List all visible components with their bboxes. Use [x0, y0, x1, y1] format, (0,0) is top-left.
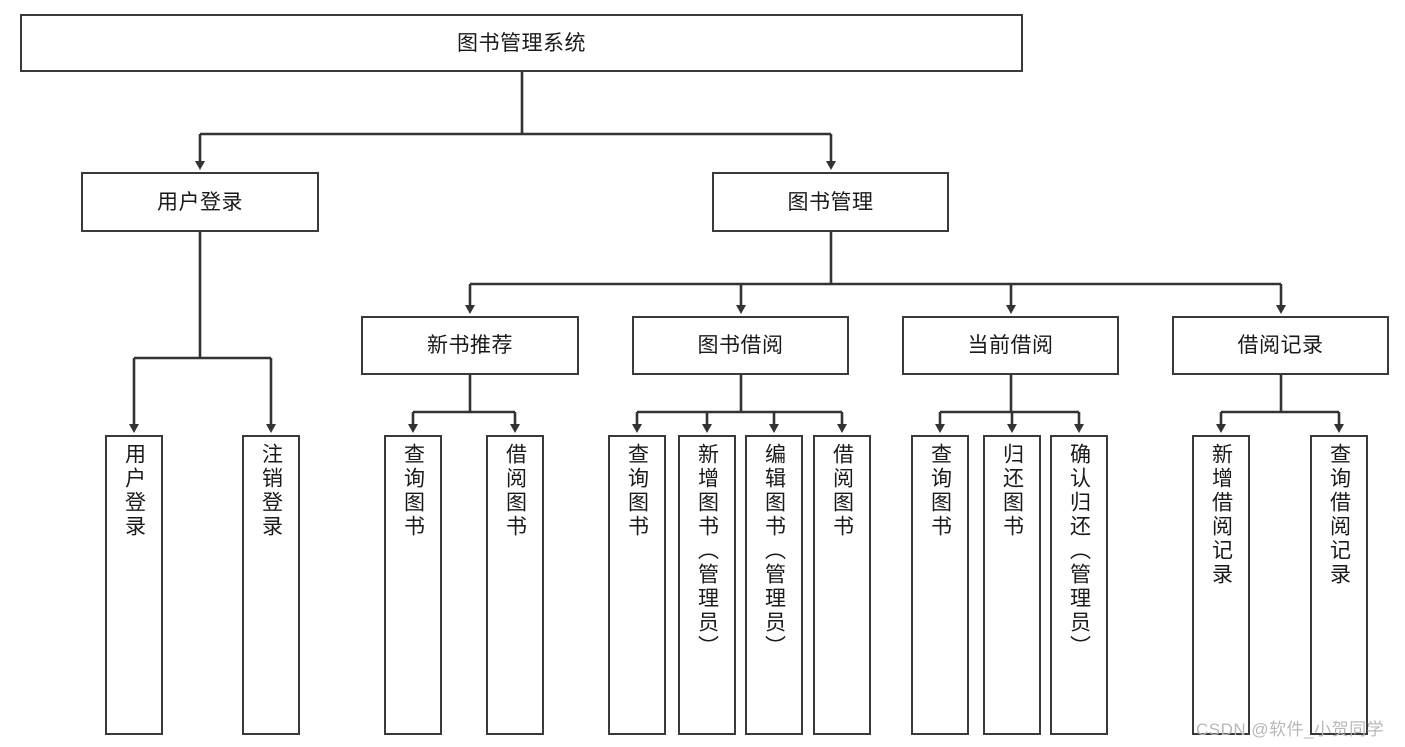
node-leaf-borrow-book-2[interactable]: 借阅图书	[813, 435, 871, 735]
node-leaf-query-book-1[interactable]: 查询图书	[384, 435, 442, 735]
node-leaf-user-login[interactable]: 用户登录	[105, 435, 163, 735]
node-label: 查询图书	[401, 443, 425, 539]
node-leaf-logout[interactable]: 注销登录	[242, 435, 300, 735]
node-label: 编辑图书（管理员）	[762, 443, 786, 659]
node-leaf-edit-book[interactable]: 编辑图书（管理员）	[745, 435, 803, 735]
node-leaf-query-book-2[interactable]: 查询图书	[608, 435, 666, 735]
node-label: 新增借阅记录	[1209, 443, 1233, 587]
node-label: 当前借阅	[967, 334, 1054, 357]
node-leaf-add-record[interactable]: 新增借阅记录	[1192, 435, 1250, 735]
node-label: 归还图书	[1000, 443, 1024, 539]
node-label: 注销登录	[259, 443, 283, 539]
node-leaf-add-book[interactable]: 新增图书（管理员）	[678, 435, 736, 735]
node-newbook[interactable]: 新书推荐	[361, 316, 579, 375]
node-label: 确认归还（管理员）	[1067, 443, 1091, 659]
node-label: 新书推荐	[427, 334, 513, 357]
node-leaf-confirm-return[interactable]: 确认归还（管理员）	[1050, 435, 1108, 735]
node-label: 借阅图书	[503, 443, 527, 539]
node-label: 新增图书（管理员）	[695, 443, 719, 659]
node-label: 用户登录	[157, 190, 243, 214]
node-login[interactable]: 用户登录	[81, 172, 319, 232]
node-bookmgmt[interactable]: 图书管理	[712, 172, 949, 232]
node-leaf-return-book[interactable]: 归还图书	[983, 435, 1041, 735]
node-label: 图书管理	[787, 190, 874, 214]
node-borrow[interactable]: 图书借阅	[632, 316, 849, 375]
node-label: 图书管理系统	[457, 31, 586, 55]
node-label: 用户登录	[122, 443, 146, 539]
node-label: 查询借阅记录	[1327, 443, 1351, 587]
node-leaf-query-record[interactable]: 查询借阅记录	[1310, 435, 1368, 735]
node-root[interactable]: 图书管理系统	[20, 14, 1023, 72]
node-label: 查询图书	[625, 443, 649, 539]
node-label: 借阅记录	[1237, 334, 1324, 357]
watermark-credit: CSDN @软件_小贺同学	[1196, 720, 1385, 739]
node-records[interactable]: 借阅记录	[1172, 316, 1389, 375]
node-label: 图书借阅	[697, 334, 784, 357]
node-current[interactable]: 当前借阅	[902, 316, 1119, 375]
node-leaf-borrow-book-1[interactable]: 借阅图书	[486, 435, 544, 735]
node-leaf-query-book-3[interactable]: 查询图书	[911, 435, 969, 735]
node-label: 借阅图书	[830, 443, 854, 539]
node-label: 查询图书	[928, 443, 952, 539]
